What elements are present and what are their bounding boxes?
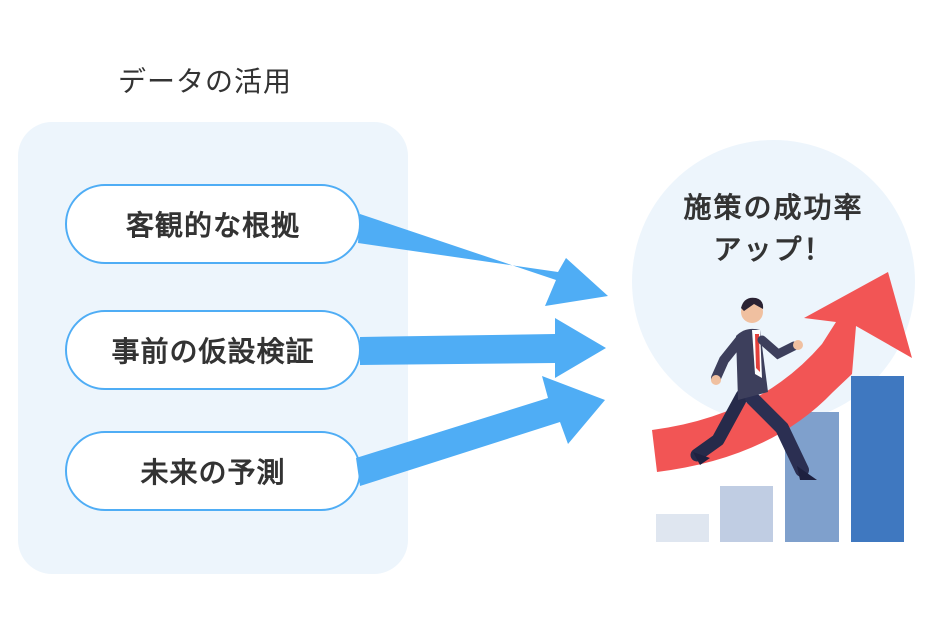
result-line-2: アップ！ [713, 233, 834, 266]
growth-arrow [652, 272, 912, 472]
section-title: データの活用 [118, 65, 293, 98]
growth-bar-1 [656, 514, 709, 542]
item-objective-evidence: 客観的な根拠 [65, 184, 361, 264]
item-hypothesis-verification: 事前の仮設検証 [65, 310, 361, 390]
result-line-1: 施策の成功率 [683, 191, 864, 224]
growth-bar-4 [851, 376, 904, 542]
item-future-prediction: 未来の予測 [65, 431, 361, 511]
flow-arrow-bottom [356, 376, 605, 486]
growth-bar-2 [720, 486, 773, 542]
flow-arrow-middle [360, 318, 606, 378]
businessman-figure [690, 297, 817, 480]
flow-arrow-top [358, 214, 608, 306]
result-circle [632, 140, 915, 423]
